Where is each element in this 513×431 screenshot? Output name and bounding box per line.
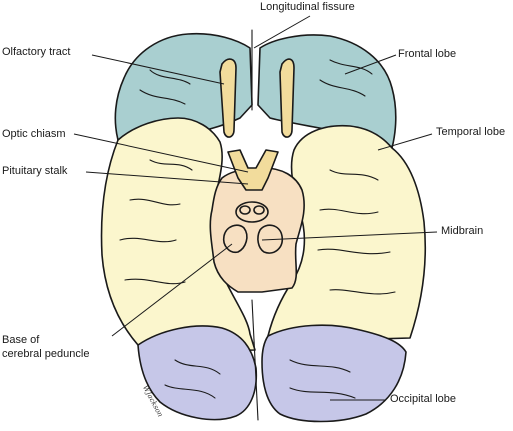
leader-olfactory-tract (91, 54, 225, 85)
leader-lines (73, 15, 438, 401)
label-frontal-lobe: Frontal lobe (398, 48, 457, 60)
label-midbrain: Midbrain (441, 225, 484, 237)
label-longitudinal-fissure: Longitudinal fissure (260, 1, 355, 13)
olfactory-tract-left (219, 58, 237, 138)
leader-optic-chiasm (73, 133, 249, 173)
leader-frontal-lobe (344, 54, 397, 75)
leader-pituitary-stalk (85, 171, 249, 185)
label-optic-chiasm: Optic chiasm (2, 128, 66, 140)
label-occipital-lobe: Occipital lobe (390, 393, 457, 405)
mammillary-body-right (253, 205, 265, 215)
leader-midbrain (261, 231, 438, 241)
leader-longitudinal-fissure (253, 15, 311, 49)
cerebral-peduncle-right (257, 224, 284, 254)
optic-chiasm (227, 149, 279, 191)
label-base-cerebral-peduncle-1: Base of (2, 334, 40, 346)
leader-temporal-lobe (377, 133, 433, 151)
mammillary-body-left (239, 205, 251, 215)
olfactory-tract-right (279, 58, 295, 138)
sulci-lines (119, 29, 396, 421)
label-base-cerebral-peduncle-2: cerebral peduncle (2, 348, 90, 360)
leader-cerebral-peduncle (111, 243, 233, 337)
label-temporal-lobe: Temporal lobe (436, 126, 506, 138)
occipital-lobe-left (137, 325, 258, 421)
occipital-lobe-right (261, 324, 407, 423)
label-pituitary-stalk: Pituitary stalk (2, 165, 68, 177)
label-olfactory-tract: Olfactory tract (2, 46, 71, 58)
temporal-lobe-right (267, 124, 427, 341)
